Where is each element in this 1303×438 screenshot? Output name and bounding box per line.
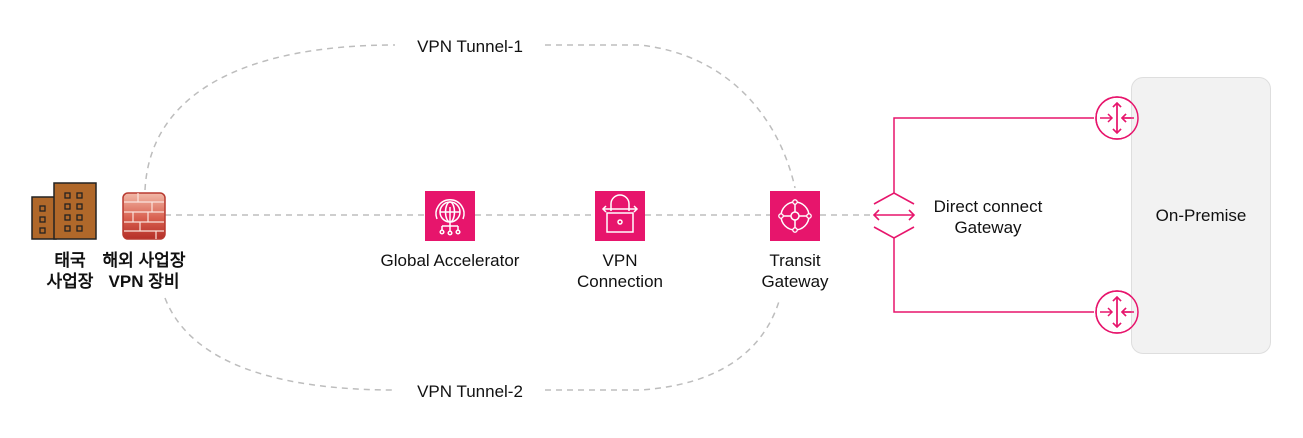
global-accelerator-label: Global Accelerator (380, 251, 520, 270)
dx-line-top (893, 117, 1094, 193)
vpn-device-label-line2: VPN 장비 (108, 272, 180, 291)
on-premise-label: On-Premise (1155, 206, 1247, 225)
vpn-device-label: 해외 사업장 VPN 장비 (89, 250, 199, 292)
vpn-connection-icon (595, 191, 645, 241)
building-icon (31, 182, 97, 240)
transit-gateway-icon (770, 191, 820, 241)
firewall-icon (122, 192, 166, 240)
site-label-line1: 태국 (54, 251, 86, 270)
transit-gateway-label-line1: Transit (769, 251, 821, 270)
tunnel-1-path-left (144, 44, 396, 191)
tunnel-2-path-right (545, 297, 781, 391)
tunnel-1-path-right (545, 44, 796, 189)
transit-gateway-label-line2: Gateway (761, 272, 829, 291)
tunnel-2-path-left (164, 297, 396, 391)
dx-line-bottom (893, 238, 1094, 313)
global-accelerator-icon (425, 191, 475, 241)
vpn-device-label-line1: 해외 사업장 (102, 251, 186, 270)
vpn-connection-label-line2: Connection (576, 272, 663, 291)
transit-gateway-label: Transit Gateway (740, 250, 850, 292)
direct-connect-label: Direct connect Gateway (918, 196, 1058, 238)
tunnel-2-label: VPN Tunnel-2 (417, 382, 523, 401)
tunnel-1-label: VPN Tunnel-1 (417, 37, 523, 56)
direct-connect-gateway-icon (872, 192, 916, 239)
direct-connect-label-line1: Direct connect (933, 197, 1043, 216)
on-premise-box: On-Premise (1131, 77, 1271, 354)
site-label: 태국 사업장 (20, 250, 120, 292)
vpn-connection-label-line1: VPN (602, 251, 638, 270)
direct-connect-label-line2: Gateway (954, 218, 1022, 237)
site-label-line2: 사업장 (46, 272, 94, 291)
vpn-connection-label: VPN Connection (560, 250, 680, 292)
